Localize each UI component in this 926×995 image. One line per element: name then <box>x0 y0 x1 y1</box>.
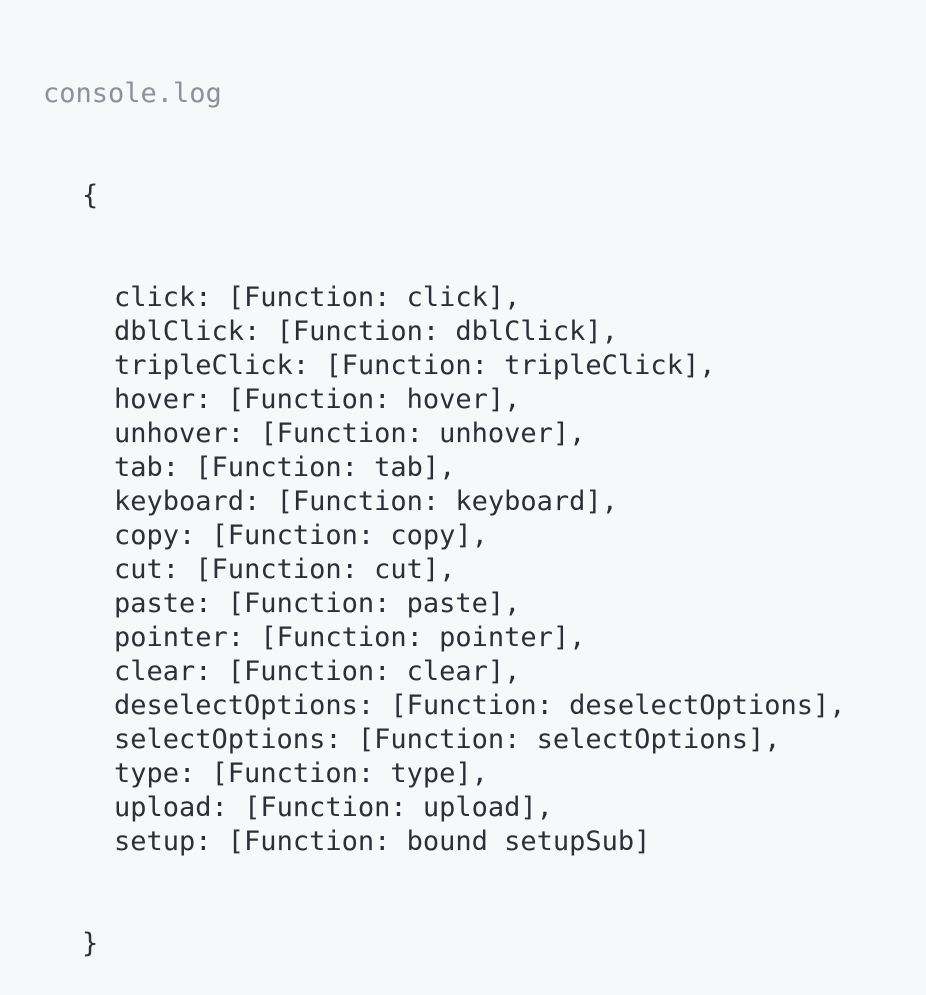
entry-value: [Function: cut], <box>195 554 456 585</box>
entry-value: [Function: hover], <box>227 384 521 415</box>
entry-value: [Function: unhover], <box>260 418 586 449</box>
entry-value: [Function: tripleClick], <box>325 350 716 381</box>
entry-value: [Function: deselectOptions], <box>390 690 846 721</box>
object-entry: copy: [Function: copy], <box>114 520 488 551</box>
entry-value: [Function: click], <box>227 282 521 313</box>
entry-value: [Function: selectOptions], <box>357 724 781 755</box>
object-entry: upload: [Function: upload], <box>114 792 553 823</box>
object-entry: pointer: [Function: pointer], <box>114 622 586 653</box>
entry-key: deselectOptions <box>114 690 358 721</box>
object-entry: type: [Function: type], <box>114 758 488 789</box>
entry-key: click <box>114 282 196 313</box>
object-open-brace: { <box>82 180 99 211</box>
object-entry: click: [Function: click], <box>114 282 521 313</box>
object-entry: tripleClick: [Function: tripleClick], <box>114 350 716 381</box>
entry-key: clear <box>114 656 196 687</box>
entry-value: [Function: pointer], <box>260 622 586 653</box>
object-entry: dblClick: [Function: dblClick], <box>114 316 618 347</box>
entry-value: [Function: clear], <box>227 656 521 687</box>
entry-key: hover <box>114 384 196 415</box>
entry-value: [Function: copy], <box>211 520 488 551</box>
entry-value: [Function: type], <box>211 758 488 789</box>
entry-value: [Function: keyboard], <box>276 486 618 517</box>
object-entry: paste: [Function: paste], <box>114 588 521 619</box>
console-output: console.log { click: [Function: click],d… <box>43 78 846 959</box>
object-entry: hover: [Function: hover], <box>114 384 521 415</box>
object-entry: clear: [Function: clear], <box>114 656 521 687</box>
object-entry: cut: [Function: cut], <box>114 554 456 585</box>
object-entry: tab: [Function: tab], <box>114 452 456 483</box>
entry-value: [Function: upload], <box>244 792 553 823</box>
entry-key: tab <box>114 452 163 483</box>
object-entry: selectOptions: [Function: selectOptions]… <box>114 724 781 755</box>
object-close-brace: } <box>82 928 99 959</box>
entry-value: [Function: tab], <box>195 452 456 483</box>
object-entry: setup: [Function: bound setupSub] <box>114 826 651 857</box>
entry-key: dblClick <box>114 316 245 347</box>
object-entries: click: [Function: click],dblClick: [Func… <box>43 281 926 859</box>
entry-value: [Function: paste], <box>227 588 521 619</box>
entry-key: keyboard <box>114 486 245 517</box>
entry-key: paste <box>114 588 196 619</box>
entry-key: selectOptions <box>114 724 326 755</box>
console-log-label: console.log <box>43 78 222 109</box>
entry-key: pointer <box>114 622 228 653</box>
entry-key: type <box>114 758 180 789</box>
entry-key: copy <box>114 520 180 551</box>
entry-key: unhover <box>114 418 228 449</box>
entry-value: [Function: dblClick], <box>276 316 618 347</box>
entry-key: setup <box>114 826 196 857</box>
object-entry: unhover: [Function: unhover], <box>114 418 586 449</box>
entry-key: cut <box>114 554 163 585</box>
entry-key: upload <box>114 792 212 823</box>
entry-key: tripleClick <box>114 350 293 381</box>
entry-value: [Function: bound setupSub] <box>227 826 651 857</box>
object-entry: keyboard: [Function: keyboard], <box>114 486 618 517</box>
object-entry: deselectOptions: [Function: deselectOpti… <box>114 690 846 721</box>
